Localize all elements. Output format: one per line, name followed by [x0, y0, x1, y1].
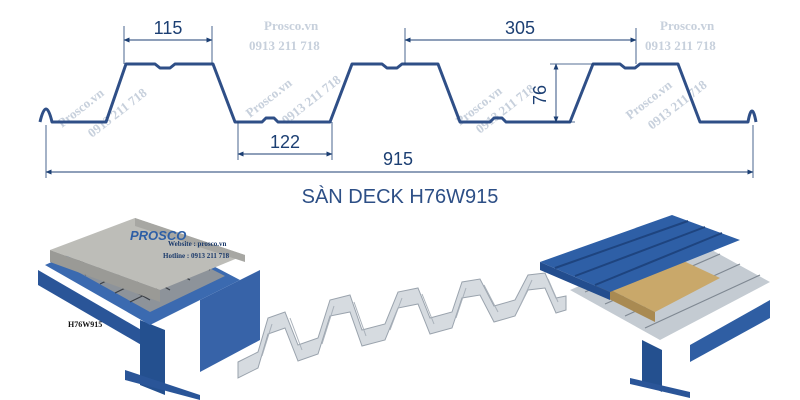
dimension-group: 115 305 76 122 915 [45, 18, 754, 178]
dim-label-height: 76 [530, 85, 550, 105]
roof-steel-beam-right [690, 300, 770, 362]
watermark-phone-2: 0913 211 718 [645, 38, 716, 53]
concrete-floor-illustration: PROSCO Website : prosco.vn Hotline : 091… [38, 218, 260, 400]
steel-beam-bottom [125, 370, 200, 400]
dim-label-total-width: 915 [383, 149, 413, 169]
roof-steel-beam-flange [630, 378, 690, 398]
roof-panel-edge [540, 262, 610, 300]
steel-beam-right [200, 270, 260, 372]
floor-website-text: Website : prosco.vn [168, 240, 227, 248]
deck-sheet-illustration [237, 272, 567, 379]
watermark-brand-2: Prosco.vn [660, 18, 715, 33]
steel-beam-web [140, 320, 165, 395]
concrete-slab-side [50, 250, 160, 302]
deck-sheet-body [237, 272, 567, 379]
roof-panel-blue [540, 215, 740, 292]
dim-label-top-flange: 115 [154, 18, 183, 38]
insulation-board [595, 250, 720, 312]
roof-assembly-illustration [540, 215, 770, 398]
floor-hotline-text: Hotline : 0913 211 718 [163, 252, 230, 260]
dim-label-pitch: 305 [505, 18, 535, 38]
prosco-logo: PROSCO [130, 228, 186, 243]
watermark-brand-1: Prosco.vn [264, 18, 319, 33]
dim-label-bottom-flange: 122 [270, 132, 300, 152]
deck-sheet-embossing [261, 278, 559, 357]
watermark-phone-1: 0913 211 718 [249, 38, 320, 53]
roof-panel-ribs [554, 220, 723, 286]
concrete-slab-top [50, 218, 245, 290]
floor-model-tag: H76W915 [68, 320, 102, 329]
concrete-slab-cut [135, 218, 245, 262]
deck-profile-line [38, 62, 758, 124]
diagram-title: SÀN DECK H76W915 [302, 185, 499, 208]
steel-beam-flange [38, 270, 150, 350]
roof-steel-beam-web [642, 340, 662, 392]
